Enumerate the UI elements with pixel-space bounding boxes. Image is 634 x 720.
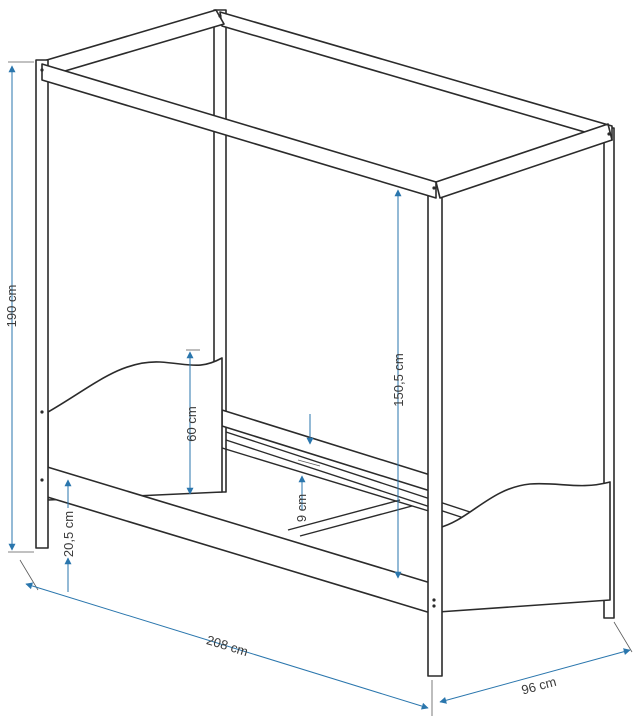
label-total-height: 190 cm [4,285,19,328]
dim-208-line [25,582,429,710]
top-rail-right-side [435,123,613,199]
top-rail-back [219,11,613,141]
label-frame-height: 150,5 cm [391,353,406,406]
label-width: 96 cm [520,674,558,698]
top-rail-left-side [39,9,225,77]
dim-96-line [439,648,631,704]
front-right-post [427,181,443,677]
right-guard-board [437,481,611,613]
dimension-lines [8,61,633,716]
left-guard-board [47,357,223,501]
front-left-post [35,59,49,549]
label-slat-depth: 9 cm [294,494,309,522]
label-length: 208 cm [205,632,250,659]
bed-rail-front [43,465,435,615]
screw-heads [40,14,611,608]
label-base-height: 20,5 cm [61,511,76,557]
label-guard-height: 60 cm [184,406,199,441]
top-rail-front [41,63,437,199]
